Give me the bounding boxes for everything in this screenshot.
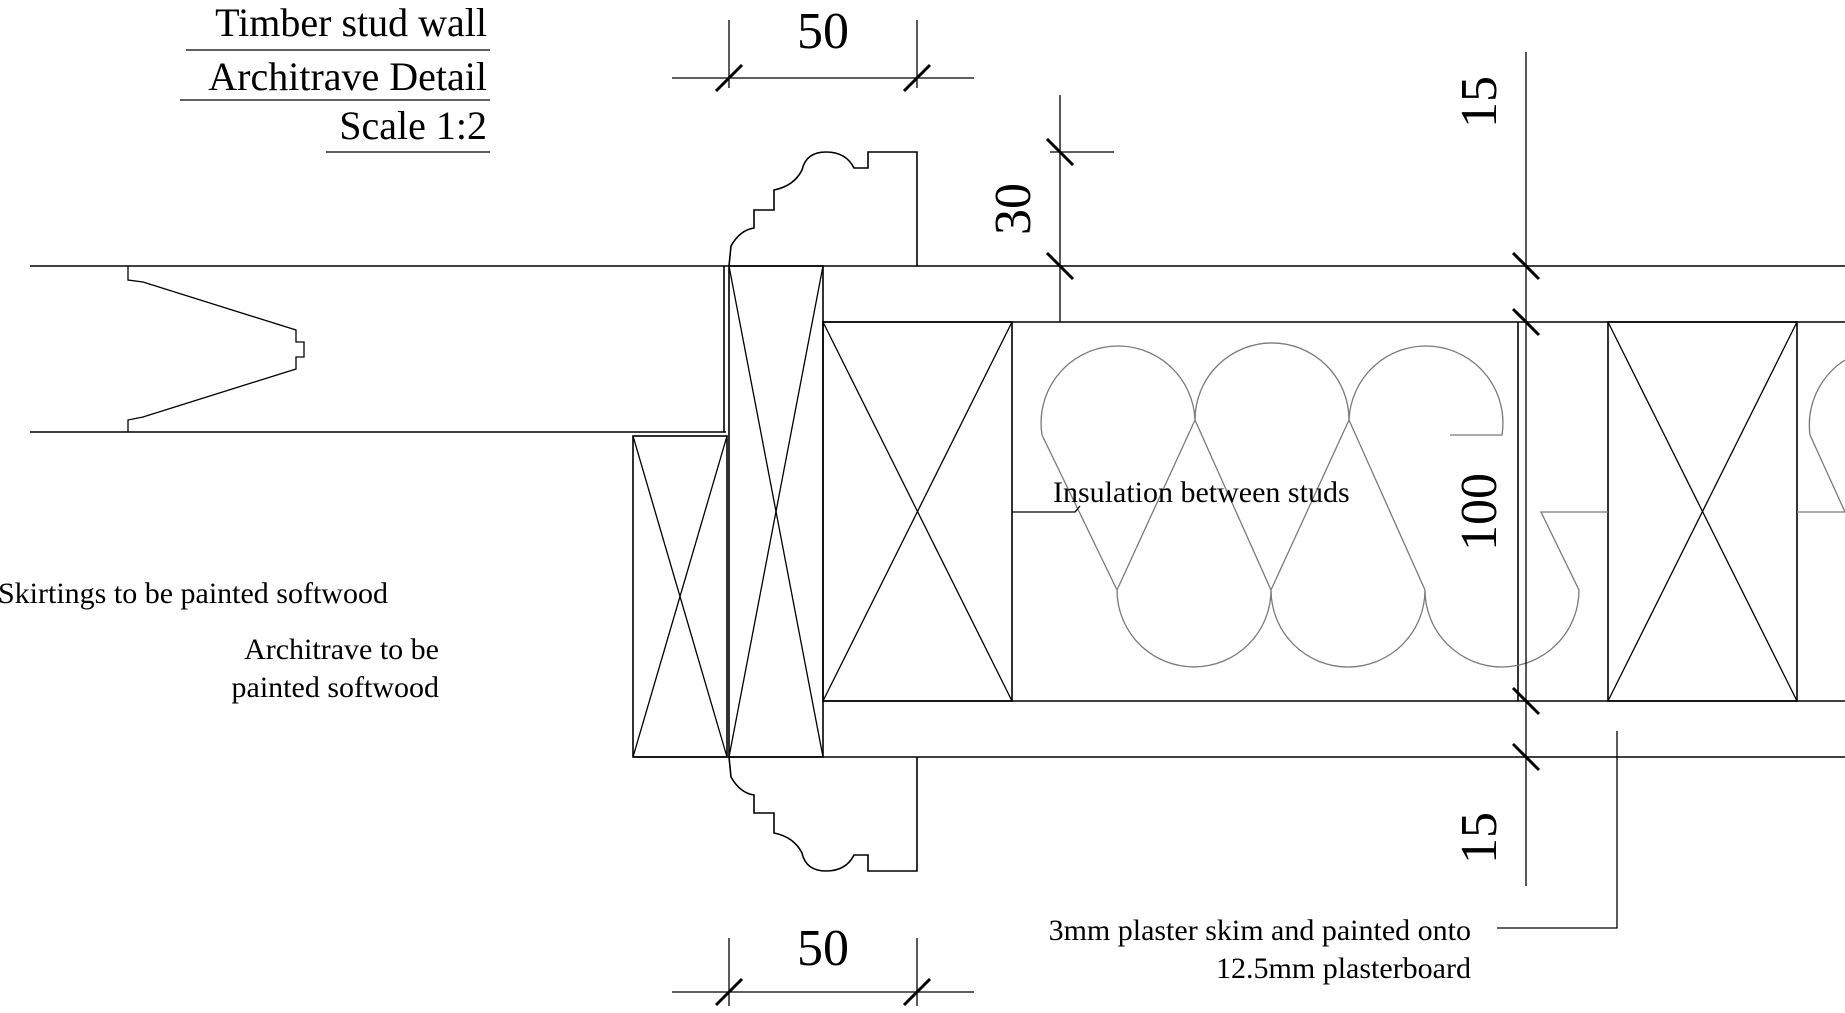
dimension-architrave-width-top: 50 xyxy=(672,3,974,93)
dimension-label: 30 xyxy=(985,183,1042,235)
insulation-note: Insulation between studs xyxy=(1053,476,1350,509)
architrave-top xyxy=(728,151,918,267)
door-section xyxy=(30,265,726,433)
lining-packer xyxy=(632,435,728,758)
wall-layers xyxy=(633,265,1845,758)
dimension-wall-buildup: 15 100 15 xyxy=(1451,52,1541,886)
timber-members xyxy=(632,265,1798,758)
architrave-bottom xyxy=(728,756,918,872)
drawing-title: Timber stud wall xyxy=(215,0,487,45)
insulation xyxy=(1040,342,1845,668)
dimension-label: 15 xyxy=(1451,812,1508,864)
architrave-note-line2: painted softwood xyxy=(232,671,439,704)
drawing-subtitle: Architrave Detail xyxy=(208,54,487,99)
skirting-note: Skirtings to be painted softwood xyxy=(0,577,388,610)
dimension-label: 50 xyxy=(797,920,849,977)
title-block: Timber stud wall Architrave Detail Scale… xyxy=(180,0,490,153)
dimension-label: 50 xyxy=(797,3,849,60)
architrave-note-line1: Architrave to be xyxy=(244,633,439,666)
plaster-note-line1: 3mm plaster skim and painted onto xyxy=(1049,914,1471,947)
dimension-label: 100 xyxy=(1451,473,1508,551)
drawing-scale: Scale 1:2 xyxy=(339,103,487,148)
dimension-architrave-width-bottom: 50 xyxy=(672,920,974,1007)
door-stop-profile xyxy=(127,266,305,432)
architrave-mouldings xyxy=(728,151,918,872)
dimension-label: 15 xyxy=(1451,76,1508,128)
plaster-note-line2: 12.5mm plasterboard xyxy=(1216,952,1471,985)
annotations: Insulation between studs Skirtings to be… xyxy=(0,476,1618,985)
dimension-architrave-projection: 30 xyxy=(985,95,1114,322)
